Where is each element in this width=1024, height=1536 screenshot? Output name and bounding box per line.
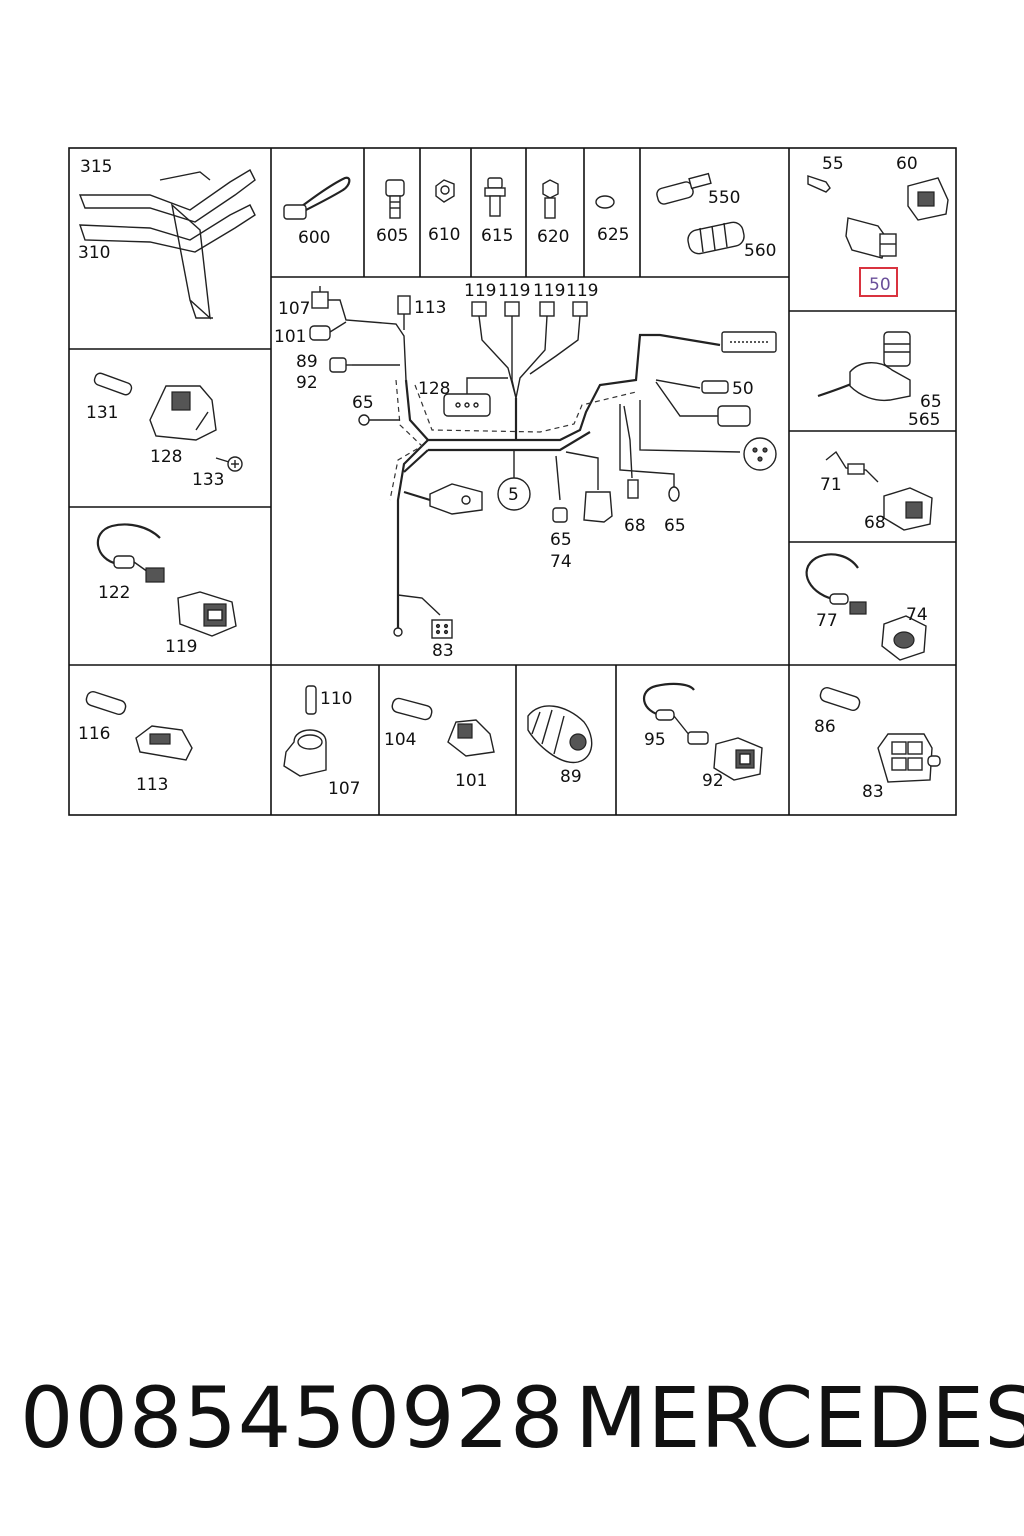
connector-68-drawing [883, 487, 933, 531]
terminal-71-drawing [825, 450, 879, 483]
callout-77: 77 [816, 611, 838, 631]
main-callout-92: 92 [296, 373, 318, 393]
pin-550-drawing [656, 172, 712, 205]
callout-71: 71 [820, 475, 842, 495]
valve-107-drawing [283, 685, 327, 777]
callout-119: 119 [165, 637, 197, 657]
callout-610: 610 [428, 225, 460, 245]
main-callout-119-a: 119 [464, 281, 496, 301]
bolt-605-drawing [385, 179, 405, 219]
screw-133-drawing [215, 456, 243, 472]
pin-55-drawing [807, 175, 831, 193]
callout-116: 116 [78, 724, 110, 744]
connector-128-drawing [149, 385, 217, 441]
main-harness-drawing [309, 286, 777, 639]
callout-107: 107 [328, 779, 360, 799]
callout-68: 68 [864, 513, 886, 533]
pigtail-122-drawing [96, 523, 165, 583]
callout-133: 133 [192, 470, 224, 490]
callout-315: 315 [80, 157, 112, 177]
callout-101: 101 [455, 771, 487, 791]
main-callout-5: 5 [508, 485, 519, 505]
washer-625-drawing [595, 195, 615, 209]
callout-74: 74 [906, 605, 928, 625]
callout-92: 92 [702, 771, 724, 791]
connector-119-drawing [177, 591, 237, 637]
cable-tie-drawing [283, 176, 351, 220]
callout-615: 615 [481, 226, 513, 246]
callout-55: 55 [822, 154, 844, 174]
pin-116-drawing [85, 691, 127, 715]
callout-86: 86 [814, 717, 836, 737]
cap-60-drawing [907, 177, 949, 221]
callout-113: 113 [136, 775, 168, 795]
brand-name: MERCEDES [575, 1369, 1024, 1467]
sleeve-560-drawing [687, 221, 745, 255]
connector-74-drawing [881, 615, 927, 661]
callout-620: 620 [537, 227, 569, 247]
callout-104: 104 [384, 730, 416, 750]
connector-101-drawing [447, 719, 495, 757]
callout-128: 128 [150, 447, 182, 467]
callout-550: 550 [708, 188, 740, 208]
main-callout-65-right: 65 [664, 516, 686, 536]
main-callout-107: 107 [278, 299, 310, 319]
callout-110: 110 [320, 689, 352, 709]
part-number: 0085450928 [20, 1369, 565, 1467]
main-callout-50: 50 [732, 379, 754, 399]
connector-113-drawing [135, 725, 193, 761]
callout-565: 565 [908, 410, 940, 430]
callout-560: 560 [744, 241, 776, 261]
callout-60: 60 [896, 154, 918, 174]
callout-600: 600 [298, 228, 330, 248]
bolt-620-drawing [542, 179, 559, 219]
connector-83-drawing [877, 733, 941, 783]
bolt-615-drawing [484, 177, 506, 217]
callout-83: 83 [862, 782, 884, 802]
footer: 0085450928 MERCEDES [0, 1368, 1024, 1478]
diagram-grid [68, 147, 957, 816]
main-callout-68: 68 [624, 516, 646, 536]
bracket-assembly-drawing [78, 169, 256, 320]
main-callout-119-b: 119 [498, 281, 530, 301]
main-callout-101: 101 [274, 327, 306, 347]
connector-50-drawing [845, 217, 897, 259]
callout-50-highlighted: 50 [869, 275, 891, 295]
connector-92-drawing [713, 737, 763, 781]
main-callout-113: 113 [414, 298, 446, 318]
main-callout-128: 128 [418, 379, 450, 399]
main-callout-83: 83 [432, 641, 454, 661]
pigtail-77-drawing [805, 553, 867, 615]
sensor-65-drawing [817, 331, 911, 402]
callout-95: 95 [644, 730, 666, 750]
callout-131: 131 [86, 403, 118, 423]
callout-625: 625 [597, 225, 629, 245]
nut-610-drawing [435, 179, 455, 203]
main-callout-119-c: 119 [533, 281, 565, 301]
boot-89-drawing [527, 705, 593, 764]
main-callout-74: 74 [550, 552, 572, 572]
main-callout-65-left: 65 [352, 393, 374, 413]
pigtail-95-drawing [642, 682, 709, 745]
callout-310: 310 [78, 243, 110, 263]
callout-65: 65 [920, 392, 942, 412]
pin-104-drawing [391, 697, 433, 721]
main-callout-119-d: 119 [566, 281, 598, 301]
highlighted-part-box[interactable] [859, 267, 898, 297]
main-callout-89: 89 [296, 352, 318, 372]
callout-122: 122 [98, 583, 130, 603]
sleeve-131-drawing [93, 372, 133, 396]
callout-89: 89 [560, 767, 582, 787]
main-callout-65-mid: 65 [550, 530, 572, 550]
callout-605: 605 [376, 226, 408, 246]
pin-86-drawing [819, 687, 861, 711]
